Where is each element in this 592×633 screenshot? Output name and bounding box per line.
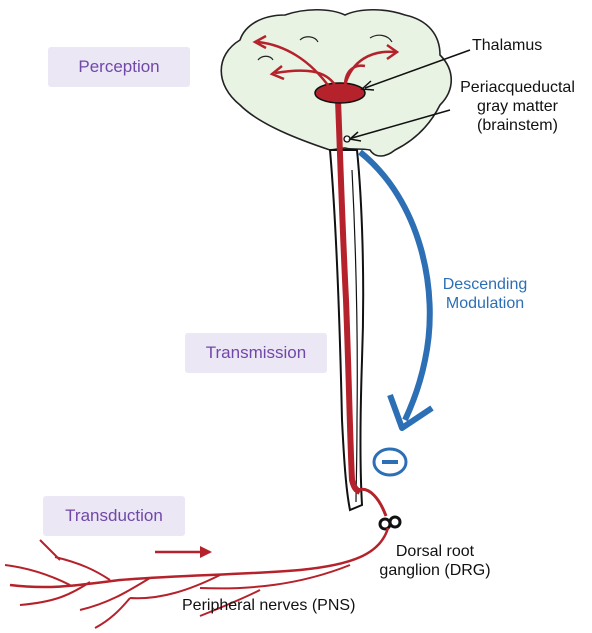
drg-label: Dorsal root ganglion (DRG) bbox=[375, 542, 495, 580]
projection-arrow-left bbox=[257, 40, 332, 89]
peripheral-nerve-branch-8 bbox=[199, 589, 261, 617]
peripheral-nerve-branch-4 bbox=[54, 556, 111, 581]
projection-arrow-mid-head bbox=[269, 65, 285, 81]
pag-leader bbox=[351, 109, 451, 139]
brain-fold-2 bbox=[369, 34, 393, 43]
projection-arrow-right bbox=[343, 50, 396, 86]
spinal-cord-inner-line bbox=[351, 169, 358, 503]
descending-modulation-label: Descending Modulation bbox=[425, 275, 545, 313]
brain-fold-3 bbox=[257, 55, 274, 61]
drg-node-2 bbox=[388, 515, 402, 529]
thalamus-leader bbox=[364, 49, 471, 89]
projection-arrow-left-head bbox=[252, 34, 267, 50]
pag-label-line-1: Periacqueductal bbox=[460, 79, 575, 96]
peripheral-nerve-branch-1 bbox=[199, 564, 351, 590]
peripheral-nerve-branch-7 bbox=[94, 597, 131, 629]
peripheral-nerve-branch-9 bbox=[39, 539, 61, 561]
pag-label-line-2: gray matter bbox=[477, 98, 558, 115]
descending-label-line-2: Modulation bbox=[445, 295, 525, 312]
projection-arrow-mid bbox=[274, 69, 337, 86]
peripheral-nerve-branch-5 bbox=[19, 581, 91, 606]
peripheral-nerve-trunk bbox=[9, 527, 390, 589]
drg-label-line-2: ganglion (DRG) bbox=[379, 562, 491, 579]
inhibition-symbol bbox=[372, 447, 408, 477]
stage-label-perception: Perception bbox=[48, 47, 190, 87]
descending-modulation-arrow bbox=[358, 149, 433, 422]
pag-label: Periacqueductal gray matter (brainstem) bbox=[450, 78, 585, 135]
thalamus-shape bbox=[314, 82, 366, 104]
signal-direction-arrowhead bbox=[200, 546, 212, 558]
ascending-pathway bbox=[335, 99, 362, 495]
descending-label-line-1: Descending bbox=[442, 276, 528, 293]
peripheral-nerve-branch-3 bbox=[79, 577, 151, 611]
pns-label: Peripheral nerves (PNS) bbox=[182, 597, 356, 614]
pag-label-line-3: (brainstem) bbox=[477, 117, 558, 134]
thalamus-leader-head bbox=[360, 80, 375, 91]
dorsal-root bbox=[357, 487, 388, 517]
stage-label-transmission: Transmission bbox=[185, 333, 327, 373]
drg-label-line-1: Dorsal root bbox=[395, 543, 475, 560]
projection-arrow-inner bbox=[343, 64, 366, 87]
peripheral-nerve-branch-6 bbox=[4, 564, 71, 586]
pag-leader-head bbox=[348, 131, 362, 142]
drg-node-1 bbox=[378, 517, 392, 531]
peripheral-nerve-branch-2 bbox=[129, 574, 221, 600]
descending-modulation-arrowhead bbox=[387, 393, 434, 431]
brain-fold-1 bbox=[299, 36, 319, 43]
projection-arrow-right-head bbox=[386, 43, 400, 61]
stage-label-transduction: Transduction bbox=[43, 496, 185, 536]
thalamus-label: Thalamus bbox=[472, 37, 543, 54]
